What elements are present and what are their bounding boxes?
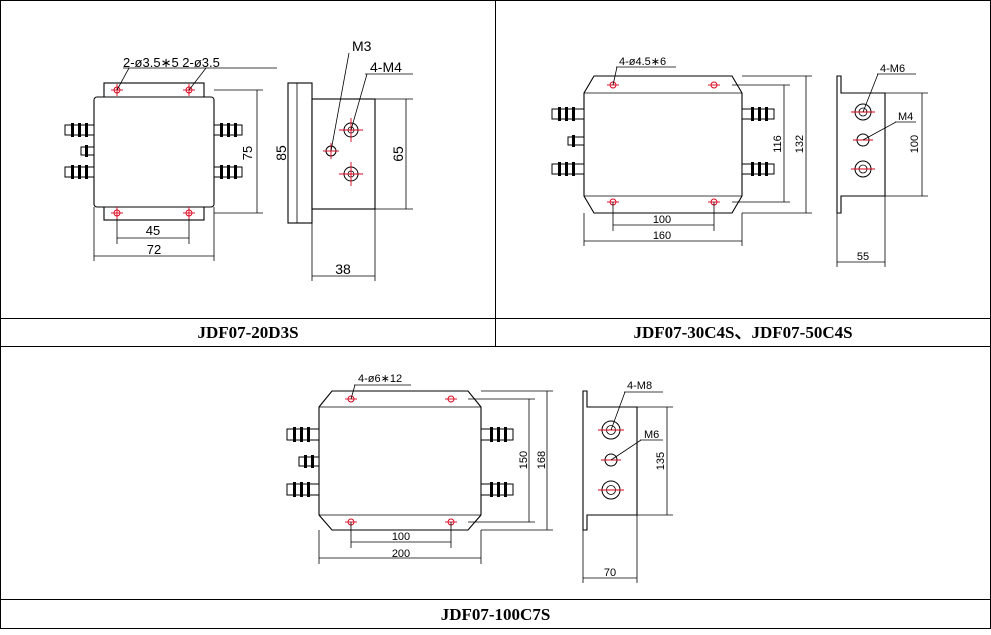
- label-screw-terminals: 4-M8: [627, 380, 652, 392]
- label-holes-top: 4-ø4.5∗6: [619, 56, 666, 68]
- label-width-inner: 45: [146, 223, 160, 238]
- label-height-inner: 150: [518, 451, 530, 469]
- label-width-outer: 72: [147, 242, 161, 257]
- label-height-inner: 75: [240, 146, 255, 160]
- side-dimension-lines: [287, 52, 413, 281]
- dimension-lines: [318, 384, 553, 564]
- label-side-depth: 55: [857, 251, 869, 263]
- label-width-inner: 100: [392, 531, 410, 543]
- output-terminals: [741, 107, 775, 176]
- label-screw-terminals: 4-M4: [370, 59, 402, 75]
- dimension-lines: [583, 66, 812, 246]
- output-terminals: [480, 427, 514, 497]
- model-caption-jdf07-100c7s: JDF07-100C7S: [0, 599, 991, 629]
- input-terminals: [64, 123, 95, 179]
- label-side-inner: 65: [390, 146, 406, 162]
- input-terminals: [286, 427, 320, 497]
- label-screw-small: M4: [898, 111, 913, 123]
- label-screw-small: M6: [644, 429, 659, 441]
- label-height-outer: 132: [794, 135, 806, 153]
- side-terminals: [323, 118, 363, 186]
- label-height-inner: 116: [772, 135, 784, 153]
- side-dimension-lines: [836, 73, 928, 267]
- model-caption-jdf07-20d3s: JDF07-20D3S: [0, 318, 495, 347]
- jdf07-20d3s-diagram: 2-ø3.5∗5 2-ø3.5 45 72 75 M3 4-M4 85 65: [64, 38, 413, 281]
- label-holes-top: 4-ø6∗12: [358, 373, 402, 385]
- filter-body-front: [318, 390, 482, 531]
- output-terminals: [213, 123, 243, 179]
- label-side-height: 100: [909, 135, 921, 153]
- side-dimension-lines: [582, 391, 673, 583]
- label-height-outer: 168: [536, 451, 548, 469]
- panel-jdf07-100c7s-drawing: 4-ø6∗12 100 200 150 168 4-M8 M6 135 70: [0, 347, 991, 599]
- dimension-lines: [93, 67, 277, 261]
- label-holes-top: 2-ø3.5∗5 2-ø3.5: [123, 55, 220, 70]
- label-screw-small: M3: [352, 38, 372, 54]
- label-side-height: 85: [273, 145, 289, 161]
- input-terminals: [551, 107, 585, 176]
- jdf07-30c4s-diagram: 4-ø4.5∗6 100 160 116 132 4-M6 M4 100 55: [551, 56, 928, 267]
- jdf07-100c7s-diagram: 4-ø6∗12 100 200 150 168 4-M8 M6 135 70: [286, 373, 673, 583]
- filter-body-front: [93, 96, 215, 208]
- label-screw-terminals: 4-M6: [880, 63, 905, 75]
- side-flange: [287, 82, 313, 224]
- model-caption-jdf07-30c4s-50c4s: JDF07-30C4S、JDF07-50C4S: [495, 318, 991, 347]
- filter-body-front: [583, 75, 743, 214]
- label-width-inner: 100: [653, 214, 671, 226]
- panel-jdf07-30c4s-drawing: 4-ø4.5∗6 100 160 116 132 4-M6 M4 100 55: [495, 0, 991, 318]
- side-body: [311, 98, 376, 210]
- panel-jdf07-20d3s-drawing: 2-ø3.5∗5 2-ø3.5 45 72 75 M3 4-M4 85 65: [0, 0, 495, 318]
- label-side-depth: 38: [335, 261, 351, 277]
- label-width-outer: 160: [653, 230, 671, 242]
- label-side-height: 135: [655, 452, 667, 470]
- label-width-outer: 200: [392, 548, 410, 560]
- label-side-depth: 70: [604, 567, 616, 579]
